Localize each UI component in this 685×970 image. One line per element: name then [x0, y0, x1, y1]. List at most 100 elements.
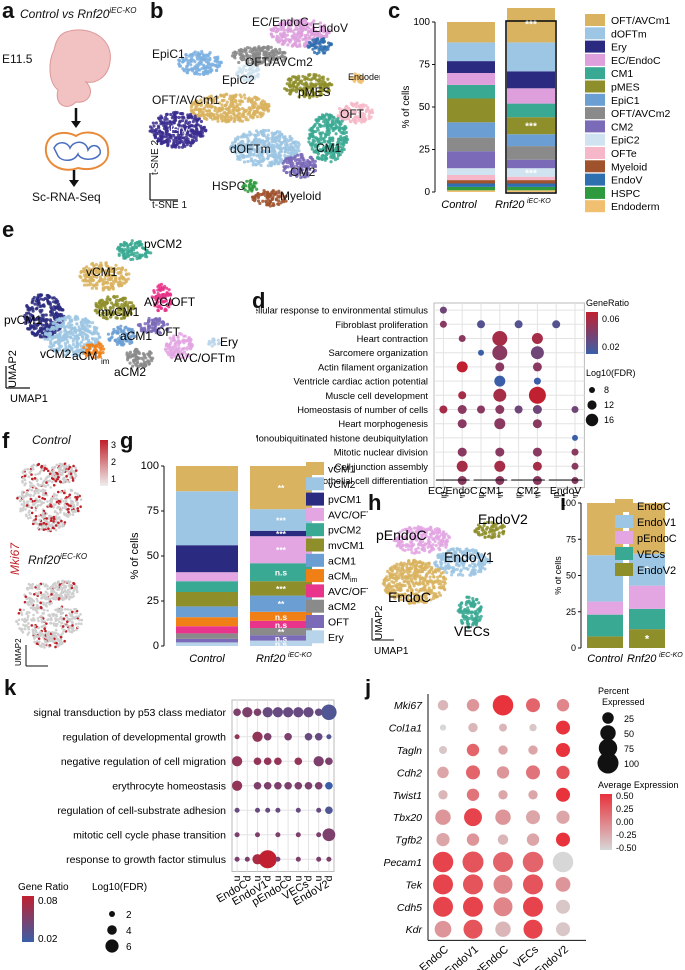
legend-label: OFT/AVCm2: [611, 108, 670, 120]
dot: [275, 832, 281, 838]
dot: [556, 810, 570, 824]
bar-segment-pmes: [447, 98, 495, 123]
legend-label: aCM: [328, 571, 350, 583]
term-label: regulation of cell-substrate adhesion: [57, 805, 226, 817]
dot: [432, 896, 454, 917]
dot: [242, 707, 253, 718]
bar-segment-acm2: [250, 628, 312, 636]
term-label: regulation of developmental growth: [63, 731, 227, 743]
bar-segment-doftm: [507, 42, 555, 72]
dot: [263, 757, 272, 766]
cluster-label: AVC/OFTm: [174, 351, 235, 365]
term-label: Cell junction assembly: [335, 461, 429, 472]
dot: [572, 434, 578, 441]
dot: [493, 874, 513, 894]
umap-axis-y: UMAP2: [7, 350, 19, 388]
dot: [522, 874, 544, 895]
dot: [325, 806, 333, 815]
cluster-endoc: [381, 558, 448, 605]
term-label: erythrocyte homeostasis: [112, 780, 226, 792]
y-tick-label: 100: [413, 17, 430, 28]
category-label-sup: iEC-KO: [527, 198, 551, 205]
legend-label: VECs: [637, 549, 666, 561]
dot: [458, 391, 467, 400]
bar-segment-epic1: [447, 122, 495, 138]
dot: [457, 447, 467, 457]
term-label: Sarcomere organization: [328, 347, 428, 358]
dot: [314, 708, 323, 717]
ko-sup: iEC-KO: [60, 552, 88, 561]
legend-label: EndoV1: [637, 517, 676, 529]
dot: [495, 405, 505, 414]
size-legend-title: Log10(FDR): [92, 882, 147, 893]
dot: [253, 781, 262, 790]
dot: [495, 362, 505, 372]
title-sup: iEC-KO: [109, 6, 137, 15]
legend-swatch: [585, 14, 605, 26]
dot: [468, 722, 478, 733]
group-label: EndoV: [550, 485, 582, 497]
cluster-label: EndoV2: [478, 511, 528, 527]
cluster-label: OFT/AVCm1: [152, 93, 220, 107]
term-label: response to growth factor stimulus: [66, 854, 226, 866]
significance-label: ***: [525, 20, 537, 31]
significance-label: *: [645, 565, 650, 577]
dot: [326, 856, 332, 862]
term-label: Mitotic nuclear division: [334, 447, 428, 458]
panel-label-i: i: [560, 490, 567, 515]
dot: [531, 333, 543, 344]
y-tick-label: 0: [571, 643, 576, 653]
y-tick-label: 0: [424, 187, 430, 198]
column-label: u: [313, 875, 325, 881]
cluster-acmim: [82, 341, 106, 360]
dot: [492, 694, 514, 716]
dot: [492, 345, 508, 361]
term-label: signal transduction by p53 class mediato…: [33, 707, 226, 719]
category-label-sup: iEC-KO: [659, 652, 683, 659]
panel-label-f: f: [2, 428, 10, 453]
dot: [439, 306, 447, 314]
size-legend-label: 4: [126, 926, 132, 937]
dot: [571, 406, 579, 413]
y-tick-label: 0: [153, 640, 159, 652]
dot: [495, 447, 505, 457]
dot: [530, 346, 544, 360]
dot: [325, 757, 333, 766]
bar-segment-cm2: [447, 151, 495, 169]
legend-label: OFT/AVCm1: [611, 15, 670, 27]
tsne-axis-x: t-SNE 1: [152, 200, 188, 211]
legend-swatch: [306, 462, 324, 475]
cluster-label: pvCM1: [4, 313, 42, 327]
legend-label: CM1: [611, 68, 633, 80]
bar-segment-acm1: [176, 606, 238, 618]
category-label: Control: [587, 653, 623, 665]
dot: [322, 828, 336, 842]
cluster-label: EndoV: [312, 21, 348, 35]
bar-segment-acmim: [250, 611, 312, 621]
cluster-avc-oftm: [163, 331, 194, 360]
term-label: mitotic cell cycle phase transition: [73, 829, 226, 841]
y-tick-label: 25: [147, 595, 159, 607]
y-tick-label: 100: [141, 460, 159, 472]
cluster-epic2: [235, 63, 261, 83]
go-dotplot-d: Cellular response to environmental stimu…: [256, 298, 636, 498]
legend-label-sub: im: [350, 577, 358, 584]
gene-label: Tbx20: [393, 812, 422, 824]
dot: [466, 743, 480, 757]
dot: [275, 807, 281, 813]
bar-segment-oft-avcm2: [447, 137, 495, 152]
significance-label: **: [278, 483, 285, 493]
bar-segment-ofte: [447, 175, 495, 181]
dot: [522, 851, 544, 873]
legend-label: AVC/OFT: [328, 586, 368, 598]
dot: [552, 320, 561, 329]
bar-segment-vcm2: [176, 491, 238, 546]
column-label: d: [282, 875, 294, 881]
dot: [293, 707, 304, 718]
color-legend-title: GeneRatio: [586, 298, 629, 308]
bar-segment-ec-endoc: [507, 88, 555, 104]
size-legend-label: 75: [624, 744, 634, 754]
dot: [272, 707, 283, 718]
dot: [294, 757, 303, 766]
cluster-label: AVC/OFT: [144, 295, 196, 309]
